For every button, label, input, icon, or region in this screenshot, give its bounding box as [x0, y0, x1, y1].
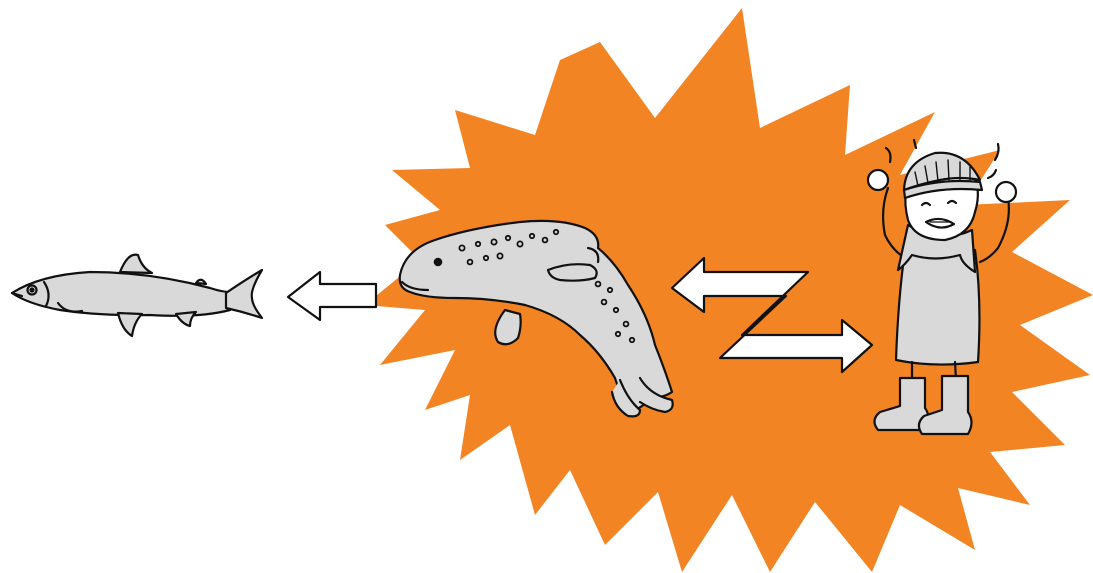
fish-icon: [12, 255, 262, 336]
arrow-left-icon: [288, 272, 376, 320]
